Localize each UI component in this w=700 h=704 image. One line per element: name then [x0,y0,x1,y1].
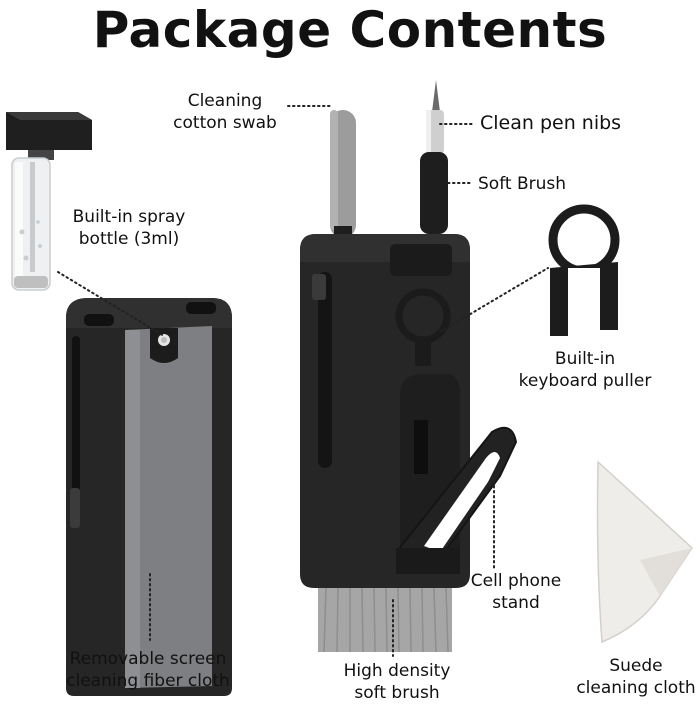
main-device-image [300,234,518,588]
suede-cloth-image [596,460,693,644]
cotton-swab-image [330,110,356,248]
label-cotton-swab: Cleaning cotton swab [173,91,277,133]
page-title: Package Contents [92,1,608,59]
spray-device-image [66,298,232,696]
label-pen-nibs: Clean pen nibs [480,112,622,134]
label-high-density-brush: High density soft brush [343,661,451,703]
leader-lines [57,105,549,657]
label-keyboard-puller: Built-in keyboard puller [518,349,652,391]
label-phone-stand: Cell phone stand [470,571,562,613]
label-soft-brush: Soft Brush [478,174,567,194]
spray-bottle-image [6,112,92,291]
brush-bristles-image [318,587,452,653]
label-spray-bottle: Built-in spray bottle (3ml) [72,207,186,249]
label-fiber-cloth: Removable screen cleaning fiber cloth [66,649,230,691]
label-suede-cloth: Suede cleaning cloth [576,656,696,698]
keyboard-puller-image [548,204,620,336]
pen-nib-image [420,80,448,234]
